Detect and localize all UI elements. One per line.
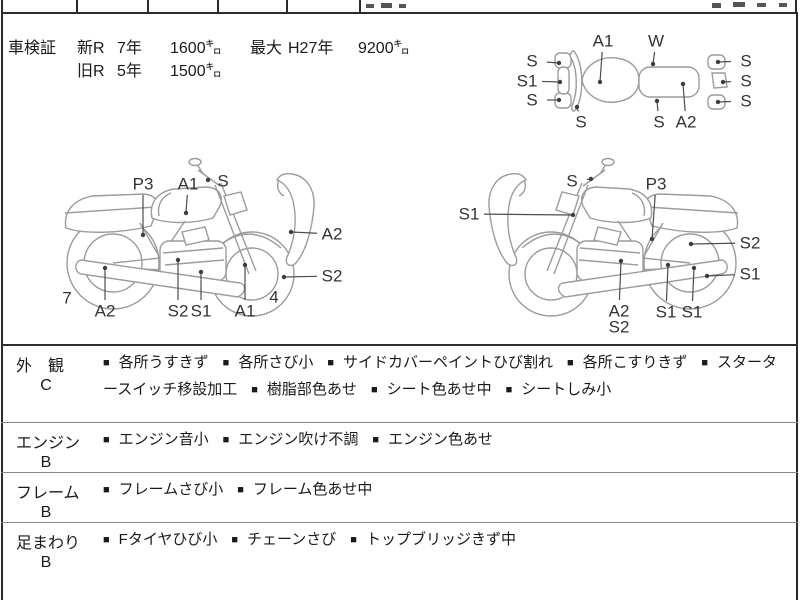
condition-row-exterior: 外 観 C ■ 各所うすきず ■ 各所さび小 ■ サイドカバーペイントひび割れ ■ 各所こすり… <box>0 345 800 422</box>
table-divider <box>795 0 797 12</box>
condition-item-text: 各所こすりきず <box>582 354 688 371</box>
condition-item: ■ 各所さび小 <box>223 354 314 371</box>
bullet-square-icon: ■ <box>222 357 230 369</box>
clipped-text-fragment <box>366 4 374 8</box>
shaken-old-label: 旧R <box>77 63 105 80</box>
row-separator-line <box>1 422 798 423</box>
clipped-text-fragment <box>757 3 766 7</box>
shaken-max-year: H27年 <box>288 40 334 57</box>
motorcycle-top-view <box>554 50 728 112</box>
condition-items: ■ フレームさび小 ■ フレーム色あせ中 <box>103 477 785 504</box>
category-label: フレーム <box>16 485 80 502</box>
grade-value: B <box>40 504 52 521</box>
category-label: 足まわり <box>16 535 81 552</box>
clipped-text-fragment <box>399 4 406 8</box>
condition-item-text: エンジン色あせ <box>388 431 494 448</box>
table-divider <box>1 0 3 12</box>
condition-item-text: トップブリッジきず中 <box>365 531 516 548</box>
shaken-old-year: 5年 <box>117 63 142 80</box>
condition-item: ■スタータースイッチ移設加工 <box>103 354 777 398</box>
shaken-old-km: 1500㌔ <box>170 63 222 80</box>
sheet-border <box>1 12 798 600</box>
condition-items: ■ エンジン音小 ■ エンジン吹け不調 ■ エンジン色あせ <box>103 427 785 454</box>
clipped-text-fragment <box>712 3 721 8</box>
bullet-square-icon: ■ <box>370 384 378 396</box>
bullet-square-icon: ■ <box>251 384 258 396</box>
bullet-square-icon: ■ <box>701 357 709 369</box>
grade-value: C <box>40 377 52 394</box>
condition-item-text: チェーンさび <box>247 531 337 548</box>
grade-value: B <box>40 554 52 571</box>
condition-item: ■ トップブリッジきず中 <box>350 531 516 548</box>
condition-item-text: 樹脂部色あせ <box>266 381 357 398</box>
bullet-square-icon: ■ <box>350 534 357 546</box>
grade-value: B <box>40 454 52 471</box>
shaken-max-km: 9200㌔ <box>358 40 410 57</box>
table-divider <box>147 0 149 12</box>
condition-item-text: Fタイヤひび小 <box>118 531 218 548</box>
shaken-new-label: 新R <box>77 40 105 57</box>
clipped-text-fragment <box>779 3 787 7</box>
condition-items: ■ Fタイヤひび小 ■ チェーンさび ■ トップブリッジきず中 <box>103 527 785 554</box>
bullet-square-icon: ■ <box>237 484 244 496</box>
condition-item: ■ 各所うすきず <box>103 354 209 371</box>
condition-item: ■ フレームさび小 <box>103 481 223 498</box>
condition-item-text: 各所さび小 <box>238 354 314 371</box>
bullet-square-icon: ■ <box>505 384 513 396</box>
clipped-text-fragment <box>381 3 392 8</box>
condition-item-text: エンジン吹け不調 <box>238 431 359 448</box>
condition-item: ■ フレーム色あせ中 <box>237 481 372 498</box>
condition-row-frame: フレーム B ■ フレームさび小 ■ フレーム色あせ中 <box>0 472 800 522</box>
windscreen <box>569 50 583 112</box>
bullet-square-icon: ■ <box>372 434 379 446</box>
condition-items: ■各所うすきず■各所さび小■サイドカバーペイントひび割れ■各所こすりきず■スター… <box>103 350 785 404</box>
shaken-max-label: 最大 <box>250 40 283 57</box>
category-label: エンジン <box>16 435 81 452</box>
shaken-new-year: 7年 <box>117 40 142 57</box>
condition-item-text: シートしみ小 <box>521 381 612 398</box>
bullet-square-icon: ■ <box>103 534 110 546</box>
shaken-new-km: 1600㌔ <box>170 40 222 57</box>
taillight <box>711 72 728 89</box>
bullet-square-icon: ■ <box>103 357 110 369</box>
table-divider <box>286 0 288 12</box>
table-divider <box>76 0 78 12</box>
row-separator-line <box>1 472 798 473</box>
condition-item: ■ エンジン吹け不調 <box>223 431 359 448</box>
condition-item-text: シート色あせ中 <box>386 381 492 398</box>
shaken-title: 車検証 <box>8 40 57 57</box>
front-wheel-top <box>557 66 570 95</box>
condition-item: ■ チェーンさび <box>231 531 336 548</box>
bullet-square-icon: ■ <box>222 434 230 446</box>
bullet-square-icon: ■ <box>567 357 574 369</box>
condition-item-text: スタータースイッチ移設加工 <box>103 354 778 398</box>
condition-item: ■ サイドカバーペイントひび割れ <box>327 354 553 371</box>
condition-item: ■ Fタイヤひび小 <box>103 531 217 548</box>
condition-item: ■ 樹脂部色あせ <box>251 381 357 398</box>
condition-item: ■ 各所こすりきず <box>567 354 687 371</box>
condition-item: ■ エンジン音小 <box>103 431 209 448</box>
row-separator-line <box>1 522 798 523</box>
condition-item-text: 各所うすきず <box>118 354 209 371</box>
section-separator-line <box>1 344 798 346</box>
category-label: 外 観 <box>16 358 65 375</box>
bullet-square-icon: ■ <box>231 534 239 546</box>
condition-item: ■ シート色あせ中 <box>371 381 492 398</box>
clipped-text-fragment <box>733 2 745 7</box>
table-divider <box>359 0 361 12</box>
table-divider <box>217 0 219 12</box>
condition-item-text: フレーム色あせ中 <box>252 481 373 498</box>
condition-row-undercarriage: 足まわり B ■ Fタイヤひび小 ■ チェーンさび ■ トップブリッジきず中 <box>0 522 800 600</box>
condition-row-engine: エンジン B ■ エンジン音小 ■ エンジン吹け不調 ■ エンジン色あせ <box>0 422 800 472</box>
bullet-square-icon: ■ <box>103 484 110 496</box>
condition-item-text: エンジン音小 <box>118 431 209 448</box>
bullet-square-icon: ■ <box>327 357 334 369</box>
bullet-square-icon: ■ <box>103 434 110 446</box>
condition-item-text: サイドカバーペイントひび割れ <box>343 354 554 371</box>
condition-item: ■ エンジン色あせ <box>372 431 493 448</box>
condition-item: ■ シートしみ小 <box>506 381 612 398</box>
condition-item-text: フレームさび小 <box>118 481 224 498</box>
